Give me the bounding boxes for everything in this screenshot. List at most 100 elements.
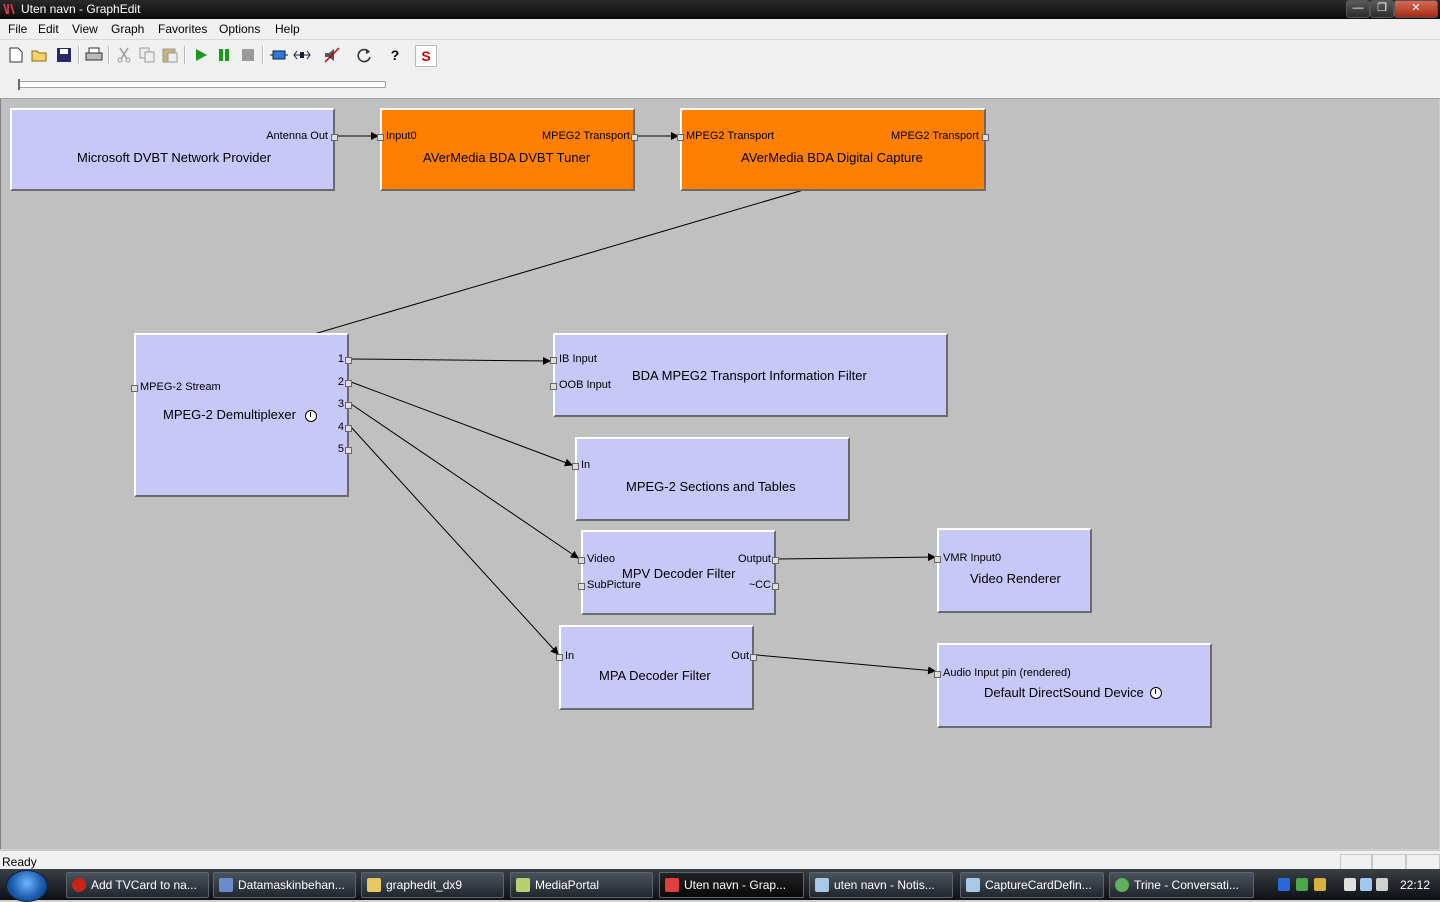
menu-view[interactable]: View [72,22,98,36]
menu-options[interactable]: Options [219,22,261,36]
taskbar-item-messenger[interactable]: Trine - Conversati... [1109,872,1254,898]
play-icon[interactable] [191,45,211,65]
pin-connector[interactable] [934,671,941,678]
taskbar-clock[interactable]: 22:12 [1400,878,1431,892]
pin-output[interactable]: Output [737,553,771,565]
stop-icon[interactable] [238,45,258,65]
pin-antenna-out[interactable]: Antenna Out [266,130,328,142]
seek-thumb[interactable] [18,79,20,90]
graph-canvas[interactable]: Antenna Out Microsoft DVBT Network Provi… [0,99,1439,849]
pin-connector[interactable] [550,357,557,364]
pin-out-3[interactable]: 3 [337,398,344,410]
messenger-tray-icon[interactable] [1296,878,1308,891]
filter-demux[interactable]: MPEG-2 Stream 1 2 3 4 5 MPEG-2 Demultipl… [131,333,352,497]
pin-ib-input[interactable]: IB Input [559,353,597,365]
taskbar-item-graphedit-folder[interactable]: graphedit_dx9 [361,872,504,898]
pin-out-5[interactable]: 5 [337,443,344,455]
filter-directsound[interactable]: Audio Input pin (rendered) Default Direc… [934,643,1212,728]
filter-sections-tables[interactable]: In MPEG-2 Sections and Tables [572,437,850,521]
pin-mpeg2-transport-in[interactable]: MPEG2 Transport [686,130,775,142]
pin-vmr-input0[interactable]: VMR Input0 [943,552,1002,564]
menu-file[interactable]: File [8,22,28,36]
pin-oob-input[interactable]: OOB Input [559,379,611,391]
pin-connector[interactable] [556,654,563,661]
open-folder-icon[interactable] [30,45,50,65]
taskbar-item-opera[interactable]: Add TVCard to na... [66,872,209,898]
menu-favorites[interactable]: Favorites [158,22,208,36]
filter-mpa-decoder[interactable]: In Out MPA Decoder Filter [556,625,757,710]
pin-connector[interactable] [578,583,585,590]
filter-capture[interactable]: MPEG2 Transport MPEG2 Transport AVerMedi… [677,108,989,191]
taskbar-item-capturecard[interactable]: CaptureCardDefin... [960,872,1104,898]
filter-network-provider[interactable]: Antenna Out Microsoft DVBT Network Provi… [10,108,338,191]
pin-connector[interactable] [550,383,557,390]
pause-icon[interactable] [214,45,234,65]
mute-icon[interactable] [322,45,342,65]
pin-connector[interactable] [772,557,779,564]
battery-icon[interactable] [1344,878,1356,891]
pin-cc[interactable]: ~CC [748,579,771,591]
minimize-button[interactable]: — [1346,0,1370,18]
pin-connector[interactable] [631,134,638,141]
seek-icon[interactable] [269,45,289,65]
seek-track[interactable] [18,81,386,88]
pin-out-2[interactable]: 2 [337,376,344,388]
pin-in[interactable]: In [565,650,575,662]
pin-audio-input[interactable]: Audio Input pin (rendered) [943,667,1071,679]
pin-connector[interactable] [677,134,684,141]
menu-graph[interactable]: Graph [111,22,145,36]
taskbar-item-mediaportal[interactable]: MediaPortal [510,872,653,898]
pin-connector[interactable] [572,463,579,470]
filter-tif[interactable]: IB Input OOB Input BDA MPEG2 Transport I… [550,333,948,417]
start-button[interactable] [6,870,48,902]
help-icon[interactable]: ? [390,47,400,63]
pin-connector[interactable] [345,447,352,454]
filter-name: MPV Decoder Filter [622,566,736,581]
save-icon[interactable] [54,45,74,65]
security-icon[interactable] [1314,878,1326,891]
cut-icon[interactable] [114,45,134,65]
pin-out-4[interactable]: 4 [337,421,344,433]
pin-connector[interactable] [377,134,384,141]
pin-connector[interactable] [345,357,352,364]
pin-connector[interactable] [345,402,352,409]
menu-help[interactable]: Help [275,22,300,36]
pin-mpeg2-transport-out[interactable]: MPEG2 Transport [541,130,630,142]
pin-connector[interactable] [345,380,352,387]
pin-out[interactable]: Out [731,650,749,662]
pin-out-1[interactable]: 1 [337,353,344,365]
menu-edit[interactable]: Edit [38,22,59,36]
paste-icon[interactable] [160,45,180,65]
pin-connector[interactable] [772,583,779,590]
volume-icon[interactable] [1376,878,1388,891]
filter-mpv-decoder[interactable]: Video SubPicture Output ~CC MPV Decoder … [578,530,779,615]
pin-mpeg2-stream[interactable]: MPEG-2 Stream [140,381,221,393]
pin-video[interactable]: Video [587,553,615,565]
frame-step-icon[interactable] [292,45,312,65]
pin-input0[interactable]: Input0 [386,130,417,142]
filter-tuner[interactable]: Input0 MPEG2 Transport AVerMedia BDA DVB… [377,108,638,191]
network-icon[interactable] [1360,878,1372,891]
pin-subpicture[interactable]: SubPicture [587,579,641,591]
s-icon[interactable]: S [415,45,437,67]
new-file-icon[interactable] [6,45,26,65]
filter-video-renderer[interactable]: VMR Input0 Video Renderer [934,528,1092,613]
taskbar-item-notepad[interactable]: uten navn - Notis... [809,872,953,898]
pin-mpeg2-transport-out[interactable]: MPEG2 Transport [890,130,979,142]
taskbar-item-computer-management[interactable]: Datamaskinbehan... [213,872,356,898]
maximize-button[interactable]: ❐ [1370,0,1394,18]
bluetooth-icon[interactable] [1278,878,1290,891]
pin-connector[interactable] [982,134,989,141]
taskbar-item-graphedit[interactable]: Uten navn - Grap... [659,872,804,898]
refresh-icon[interactable] [354,45,374,65]
pin-connector[interactable] [345,425,352,432]
pin-connector[interactable] [934,556,941,563]
close-button[interactable]: ✕ [1394,0,1438,18]
pin-connector[interactable] [331,134,338,141]
pin-connector[interactable] [578,557,585,564]
pin-in[interactable]: In [581,459,591,471]
copy-icon[interactable] [137,45,157,65]
pin-connector[interactable] [750,654,757,661]
pin-connector[interactable] [131,385,138,392]
print-icon[interactable] [84,45,104,65]
